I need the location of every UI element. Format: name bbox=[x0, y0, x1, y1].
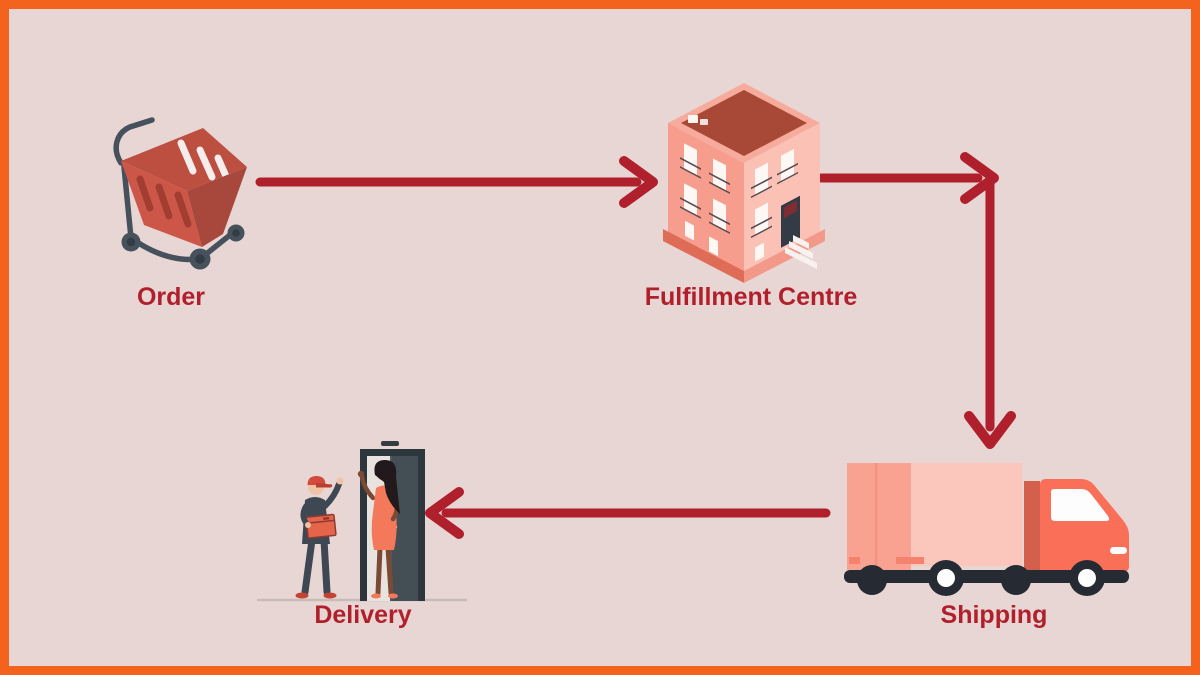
node-order bbox=[104, 107, 254, 272]
node-delivery bbox=[257, 432, 472, 604]
node-label-shipping: Shipping bbox=[940, 601, 1048, 629]
building-roof bbox=[681, 90, 807, 156]
courier-at-door-icon bbox=[257, 441, 467, 602]
woman-figure bbox=[357, 460, 400, 599]
arrow-shipping-to-delivery bbox=[425, 487, 831, 539]
node-shipping bbox=[844, 459, 1129, 601]
apartment-building-icon bbox=[663, 83, 825, 283]
node-fulfillment-centre bbox=[657, 79, 832, 284]
building-right-wall bbox=[744, 123, 820, 273]
node-label-delivery: Delivery bbox=[314, 601, 412, 629]
delivery-man-figure bbox=[295, 476, 344, 599]
node-label-fulfillment-centre: Fulfillment Centre bbox=[644, 283, 858, 311]
node-label-order: Order bbox=[136, 283, 206, 311]
cart-basket-inner bbox=[121, 128, 247, 191]
flow-arrows bbox=[255, 152, 1016, 539]
truck-cargo-box bbox=[847, 463, 911, 570]
arrow-order-to-fulfillment bbox=[255, 156, 658, 208]
shopping-cart-icon bbox=[113, 117, 247, 270]
package-box bbox=[305, 513, 337, 539]
delivery-truck-icon bbox=[844, 463, 1129, 596]
arrow-fulfillment-to-corner bbox=[816, 152, 999, 204]
arrow-corner-down-to-shipping bbox=[964, 180, 1016, 449]
